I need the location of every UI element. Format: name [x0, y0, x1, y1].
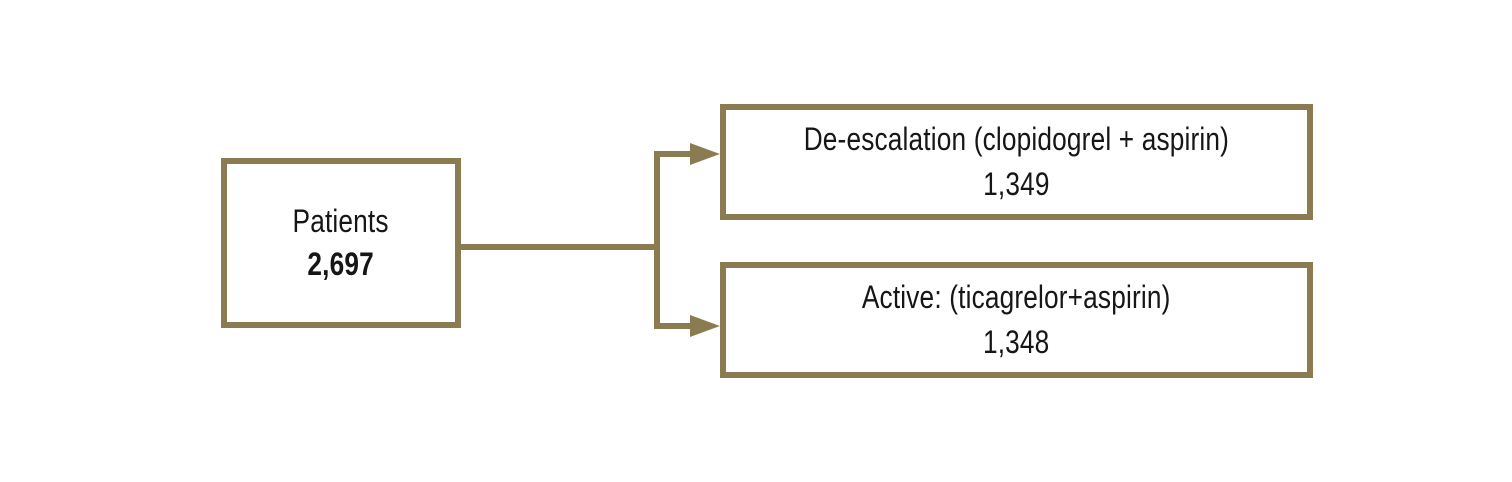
active-box-text: Active: (ticagrelor+aspirin) 1,348 [862, 275, 1171, 365]
active-box: Active: (ticagrelor+aspirin) 1,348 [720, 262, 1313, 378]
active-count: 1,348 [983, 324, 1050, 360]
de-escalation-box: De-escalation (clopidogrel + aspirin) 1,… [720, 104, 1313, 220]
connector-split-line [654, 151, 660, 329]
connector-top-branch-line [654, 151, 692, 157]
patients-box-text: Patients 2,697 [293, 200, 389, 286]
connector-bottom-branch-line [654, 323, 692, 329]
patients-box: Patients 2,697 [221, 158, 461, 328]
active-label: Active: (ticagrelor+aspirin) [862, 279, 1171, 316]
arrow-right-icon [690, 143, 720, 165]
de-escalation-count: 1,349 [983, 166, 1050, 202]
connector-main-line [458, 244, 660, 250]
de-escalation-box-text: De-escalation (clopidogrel + aspirin) 1,… [804, 117, 1229, 207]
de-escalation-label: De-escalation (clopidogrel + aspirin) [803, 121, 1230, 158]
patients-count: 2,697 [307, 246, 375, 282]
arrow-right-icon [690, 315, 720, 337]
patients-label: Patients [292, 202, 390, 239]
